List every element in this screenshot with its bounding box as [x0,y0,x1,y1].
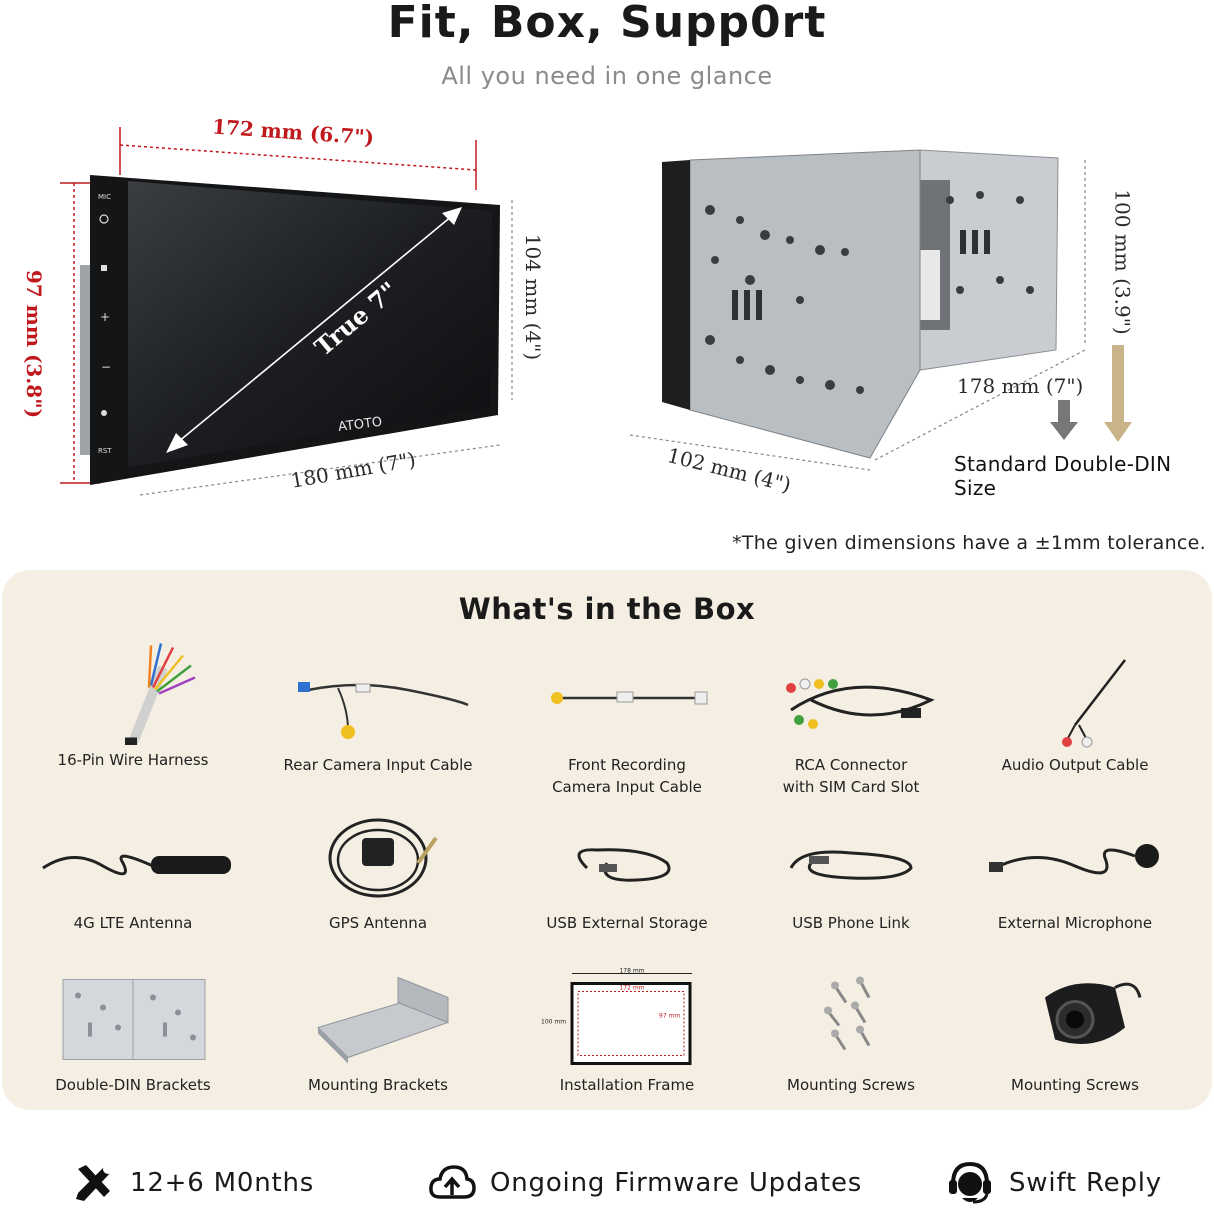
unit-height-label: 104 mm (4") [521,233,546,361]
item-label: Mounting Screws [787,1076,915,1094]
frame-outer-height: 100 mm [541,1019,566,1026]
box-item-rca-connector: RCA Connector with SIM Card Slot [731,650,971,798]
audio-output-cable-image [1062,659,1126,748]
box-item-double-din-brackets: Double-DIN Brackets [13,965,253,1096]
home-icon [101,265,107,271]
box-item-mounting-screws-2: Mounting Screws [955,965,1195,1096]
item-label: External Microphone [997,914,1153,932]
front-camera-cable-image [551,691,708,705]
cloud-upload-icon [429,1165,476,1199]
reset-label: RST [98,447,112,455]
box-item-external-microphone: External Microphone [955,808,1195,934]
din-arrow-gray [1058,400,1070,424]
item-label: 16-Pin Wire Harness [57,751,209,769]
frame-outer-width: 178 mm [619,968,644,975]
double-din-brackets-image [62,979,206,1060]
frame-inner-width: 172 mm [619,985,644,992]
box-item-wire-harness: 16-Pin Wire Harness [13,630,253,771]
page-subtitle: All you need in one glance [441,62,773,90]
item-label: Audio Output Cable [1001,756,1149,774]
external-microphone-image [989,844,1159,875]
box-item-usb-phone-link: USB Phone Link [731,808,971,934]
item-label: USB Phone Link [792,914,910,932]
support-headset-icon [949,1161,991,1204]
item-label: Installation Frame [559,1076,695,1094]
box-item-mounting-brackets: Mounting Brackets [258,965,498,1096]
item-label: 4G LTE Antenna [73,914,193,932]
warranty-text: 12+6 M0nths [130,1168,315,1198]
box-item-installation-frame: 178 mm 172 mm 100 mm 97 mm Installation … [507,965,747,1096]
footer-support: Swift Reply [945,1158,1162,1208]
box-heading: What's in the Box [458,592,756,626]
mic-label: MIC [98,193,111,201]
screen-height-label: 97 mm (3.8") [22,269,47,419]
usb-storage-image [577,848,671,882]
item-label: Rear Camera Input Cable [283,756,473,774]
firmware-text: Ongoing Firmware Updates [490,1168,863,1198]
rear-camera-image [1045,982,1142,1044]
mic-icon [101,410,107,416]
item-label: USB External Storage [546,914,708,932]
support-text: Swift Reply [1009,1168,1162,1198]
chassis-illustration [629,149,1132,471]
rca-connector-image [786,678,935,729]
item-label: Front Recording Camera Input Cable [552,756,702,796]
mounting-brackets-image [317,976,449,1064]
frame-inner-height: 97 mm [659,1013,680,1020]
chassis-width-label: 178 mm (7") [957,374,1084,398]
item-label: Double-DIN Brackets [55,1076,211,1094]
din-size-caption: Standard Double-DIN Size [954,452,1172,500]
width-dimension-line [119,144,477,171]
box-item-lte-antenna: 4G LTE Antenna [13,808,253,934]
wire-harness-image [125,643,196,752]
diagonal-arrow [171,210,459,448]
svg-text:−: − [101,360,111,374]
svg-text:+: + [100,310,110,324]
head-unit-illustration: MIC + − RST True 7" ATOTO [60,127,513,496]
usb-phone-link-image [789,850,913,880]
box-item-rear-camera-cable: Rear Camera Input Cable [258,650,498,776]
din-arrow-gold [1112,345,1124,425]
box-item-front-camera-cable: Front Recording Camera Input Cable [507,650,747,798]
footer-firmware: Ongoing Firmware Updates [428,1158,862,1208]
item-label: Mounting Screws [1011,1076,1139,1094]
gps-antenna-image [328,818,438,898]
item-label: RCA Connector with SIM Card Slot [782,756,920,796]
chassis-height-label: 100 mm (3.9") [1110,189,1135,335]
rear-camera-cable-image [298,682,469,739]
item-label: GPS Antenna [328,914,428,932]
box-item-audio-output-cable: Audio Output Cable [955,650,1195,776]
mounting-screws-image [824,976,871,1051]
brand-logo: ATOTO [337,415,383,435]
box-item-usb-storage: USB External Storage [507,808,747,934]
page-title: Fit, Box, Supp0rt [387,0,827,48]
box-item-gps-antenna: GPS Antenna [258,808,498,934]
item-label: Mounting Brackets [308,1076,448,1094]
tolerance-note: *The given dimensions have a ±1mm tolera… [732,532,1206,554]
lte-antenna-image [42,854,231,876]
box-item-mounting-screws-1: Mounting Screws [731,965,971,1096]
power-icon [99,214,109,224]
footer-warranty: 12+6 M0nths [72,1158,314,1208]
installation-frame-image: 178 mm 172 mm 100 mm 97 mm [541,968,692,1065]
tools-icon [76,1164,113,1201]
